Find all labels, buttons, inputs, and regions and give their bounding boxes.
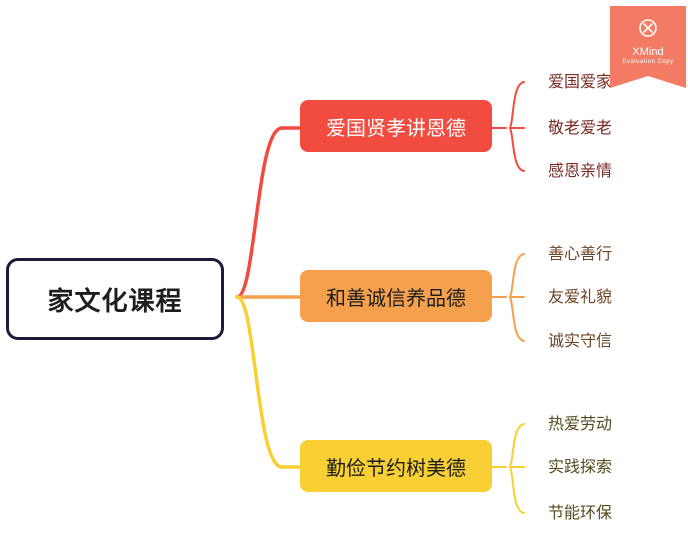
subtopic-2-1[interactable]: 善心善行	[548, 244, 613, 263]
connector-root-branch-0	[235, 126, 284, 299]
subtopic-2-2[interactable]: 友爱礼貌	[548, 287, 613, 306]
watermark-subtitle: Evaluation Copy	[622, 59, 674, 65]
watermark-badge: XMind Evaluation Copy	[610, 6, 686, 88]
subtopic-3-2[interactable]: 实践探索	[548, 457, 613, 476]
subtopic-3-3[interactable]: 节能环保	[548, 503, 613, 522]
main-topic-2[interactable]: 和善诚信养品德	[300, 270, 492, 322]
bracket-branch-0	[491, 81, 525, 172]
xmind-logo-icon	[639, 19, 657, 37]
root-topic[interactable]: 家文化课程	[6, 258, 224, 340]
bracket-branch-2	[491, 423, 525, 514]
subtopic-1-3[interactable]: 感恩亲情	[548, 161, 613, 180]
watermark-brand: XMind	[632, 46, 664, 58]
main-topic-1[interactable]: 爱国贤孝讲恩德	[300, 100, 492, 152]
subtopic-1-1[interactable]: 爱国爱家	[548, 72, 613, 91]
watermark-ribbon	[610, 6, 686, 88]
subtopic-3-1[interactable]: 热爱劳动	[548, 414, 613, 433]
subtopic-1-2[interactable]: 敬老爱老	[548, 118, 613, 137]
subtopic-2-3[interactable]: 诚实守信	[548, 331, 613, 350]
main-topic-3[interactable]: 勤俭节约树美德	[300, 440, 492, 492]
connector-root-branch-2	[235, 295, 284, 469]
bracket-branch-1	[491, 253, 525, 342]
